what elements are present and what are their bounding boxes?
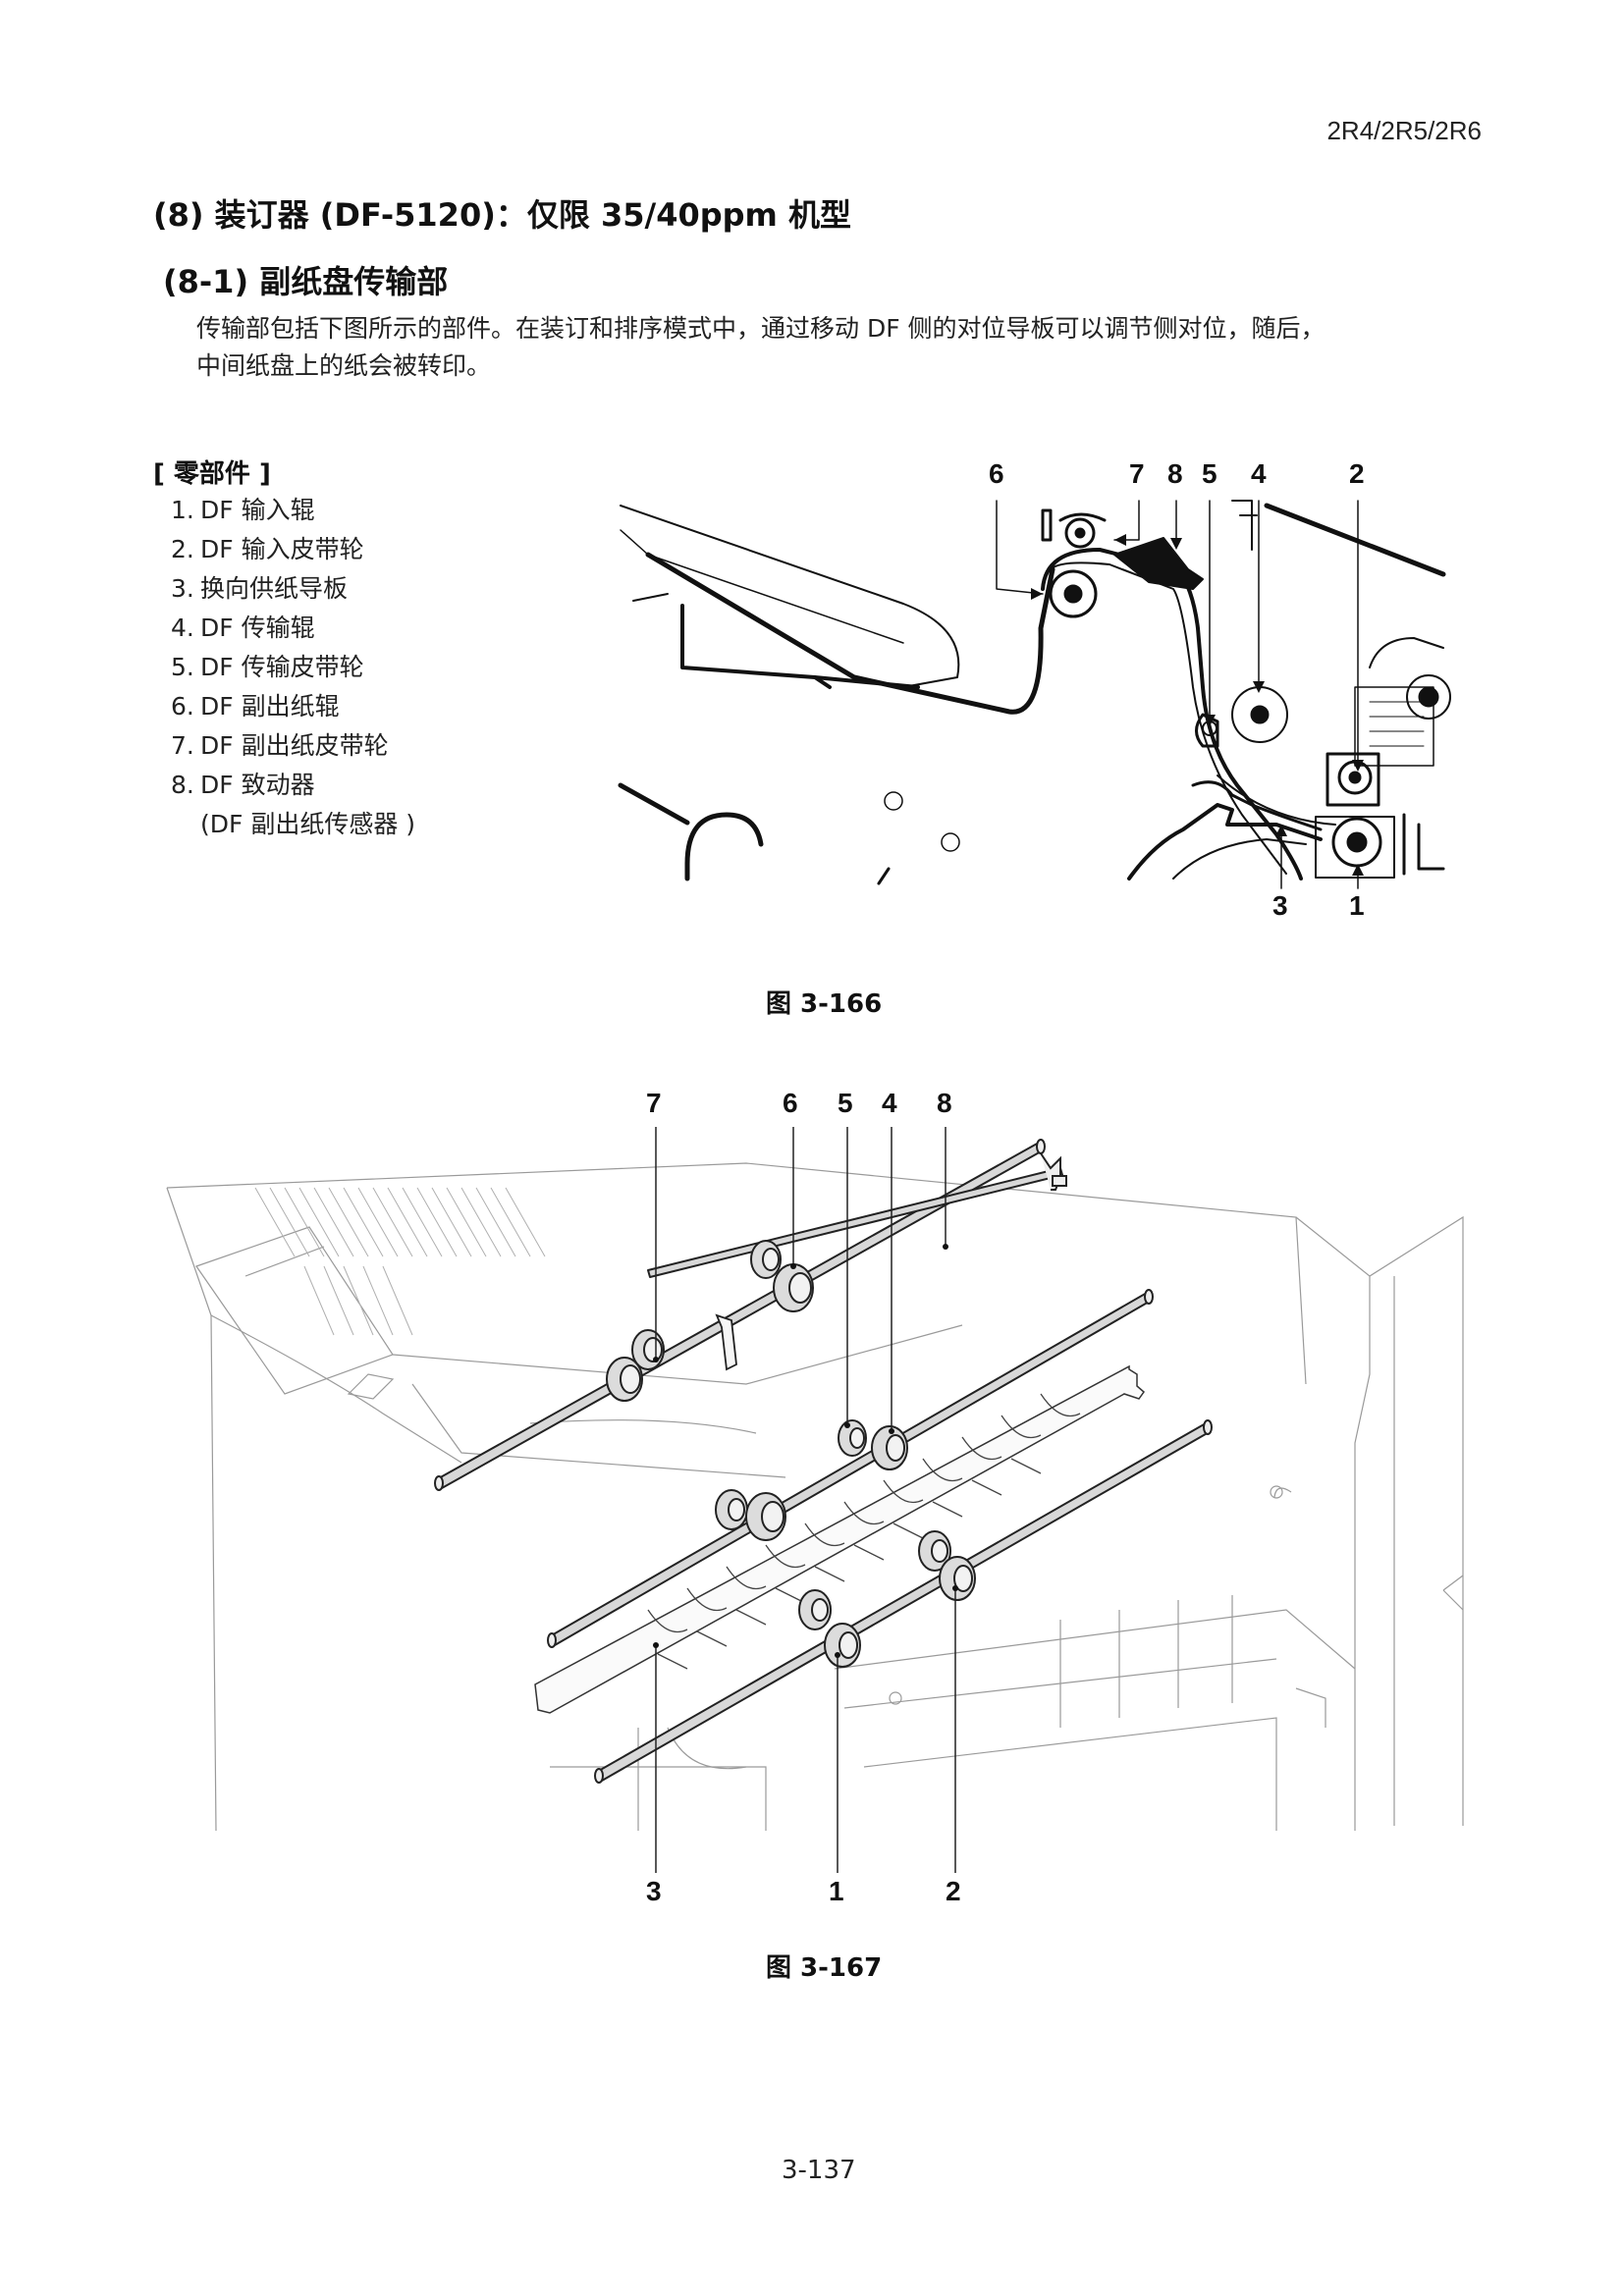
figure-callout-number: 4 xyxy=(882,1088,897,1118)
parts-list: 1.DF 输入辊 2.DF 输入皮带轮 3.换向供纸导板 4.DF 传输辊 5.… xyxy=(171,491,415,844)
parts-list-item: 7.DF 副出纸皮带轮 xyxy=(171,731,389,760)
parts-list-item: 4.DF 传输辊 xyxy=(171,614,315,642)
figure-callout-number: 5 xyxy=(1202,458,1217,489)
parts-list-item: 2.DF 输入皮带轮 xyxy=(171,535,364,563)
model-code: 2R4/2R5/2R6 xyxy=(1326,116,1482,145)
parts-heading: [ 零部件 ] xyxy=(153,459,271,489)
parts-list-item: 3.换向供纸导板 xyxy=(171,574,349,603)
figure-callout-number: 3 xyxy=(1272,890,1288,921)
figure-callout-number: 4 xyxy=(1251,458,1267,489)
parts-list-item: 6.DF 副出纸辊 xyxy=(171,692,340,721)
parts-list-item-note: (DF 副出纸传感器 ) xyxy=(200,810,416,838)
figure-callout-number: 1 xyxy=(1349,890,1365,921)
figure-callout-number: 8 xyxy=(1167,458,1183,489)
section-title: (8) 装订器 (DF-5120)：仅限 35/40ppm 机型 xyxy=(153,196,852,234)
intro-text-line-1: 传输部包括下图所示的部件。在装订和排序模式中，通过移动 DF 侧的对位导板可以调… xyxy=(196,314,1325,343)
figure-callout-number: 1 xyxy=(829,1876,844,1906)
figure-callout-number: 7 xyxy=(646,1088,662,1118)
figure-caption-167: 图 3-167 xyxy=(766,1953,883,1983)
figure-callout-number: 8 xyxy=(937,1088,952,1118)
figure-callout-number: 3 xyxy=(646,1876,662,1906)
page-number: 3-137 xyxy=(782,2156,856,2185)
figure-callout-number: 5 xyxy=(838,1088,853,1118)
figure-callout-number: 6 xyxy=(783,1088,798,1118)
figure-caption-166: 图 3-166 xyxy=(766,989,883,1019)
figure-callout-number: 2 xyxy=(1349,458,1365,489)
figure-callout-number: 6 xyxy=(989,458,1004,489)
intro-text-line-2: 中间纸盘上的纸会被转印。 xyxy=(196,351,492,380)
figure-callout-number: 7 xyxy=(1129,458,1145,489)
subsection-title: (8-1) 副纸盘传输部 xyxy=(163,263,449,300)
parts-list-item: 1.DF 输入辊 xyxy=(171,496,315,524)
figure-callout-number: 2 xyxy=(946,1876,961,1906)
parts-list-item: 5.DF 传输皮带轮 xyxy=(171,653,364,681)
parts-list-item: 8.DF 致动器 xyxy=(171,771,315,799)
